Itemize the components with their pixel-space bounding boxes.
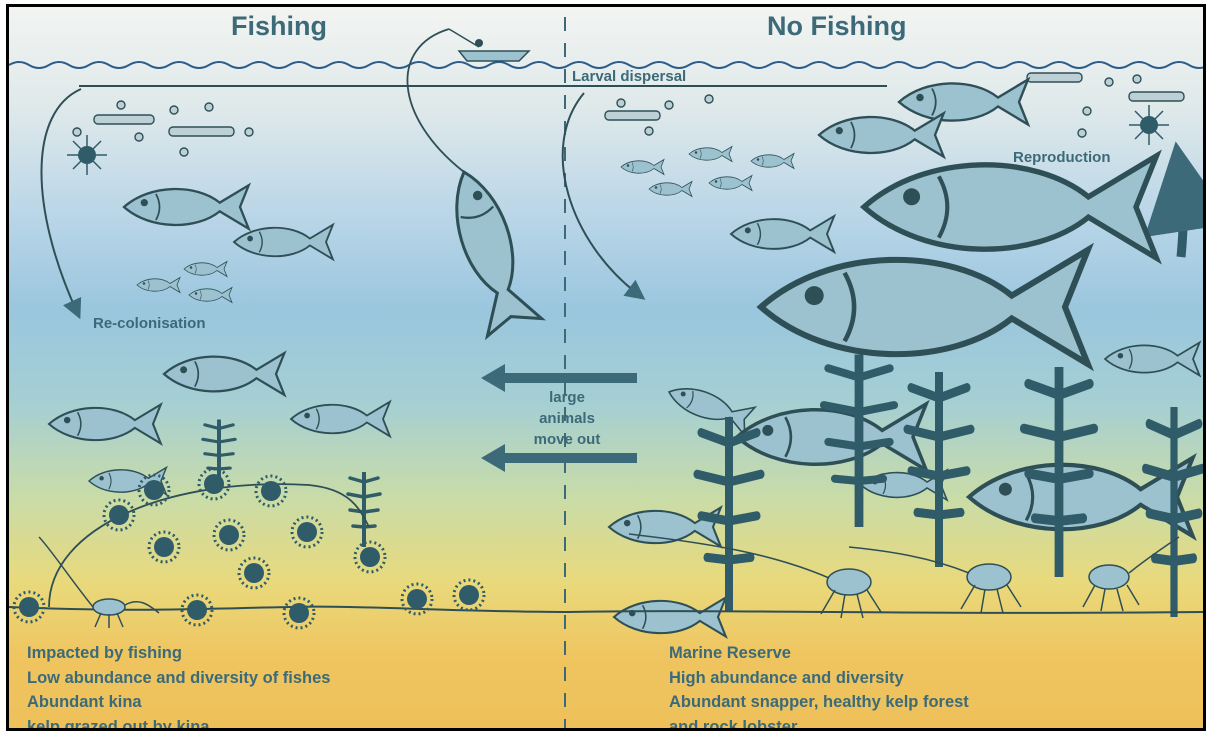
snapper-fish-icon <box>864 156 1156 258</box>
larval-arrow <box>563 93 639 295</box>
fish-icon <box>164 353 284 395</box>
diagram-artwork <box>9 7 1203 728</box>
reserve-note: Abundant snapper, healthy kelp forest <box>669 690 969 715</box>
sea-urchin-icon <box>214 520 244 550</box>
sea-urchin-icon <box>355 542 385 572</box>
fish-icon <box>189 288 232 303</box>
reserve-note: Marine Reserve <box>669 641 969 666</box>
fishing-note: Impacted by fishing <box>27 641 330 666</box>
left-title: Fishing <box>231 11 327 42</box>
fish-icon <box>664 378 755 436</box>
recolonisation-label: Re-colonisation <box>93 315 206 332</box>
plankton-icon <box>67 135 107 175</box>
fish-icon <box>184 262 227 277</box>
fish-icon <box>614 598 726 637</box>
sea-urchin-icon <box>199 469 229 499</box>
fish-icon <box>737 404 926 470</box>
lobster-icon <box>1083 537 1179 611</box>
reproduction-arrow <box>1181 177 1183 257</box>
fish-icon <box>621 160 664 175</box>
fish-icon <box>819 113 944 157</box>
fishing-note: kelp grazed out by kina <box>27 715 330 732</box>
sea-urchin-icon <box>284 598 314 628</box>
rock-outline <box>49 484 369 607</box>
fishing-note: Abundant kina <box>27 690 330 715</box>
fish-icon <box>1105 343 1200 376</box>
fish-icon <box>731 216 834 252</box>
fishing-notes: Impacted by fishing Low abundance and di… <box>27 641 330 731</box>
kelp-icon <box>348 472 380 547</box>
hooked-fish-icon <box>437 163 542 336</box>
sea-urchin-icon <box>239 558 269 588</box>
fish-icon <box>49 405 161 444</box>
reserve-note: High abundance and diversity <box>669 666 969 691</box>
fish-icon <box>709 176 752 191</box>
reproduction-label: Reproduction <box>1013 149 1111 166</box>
diagram-frame: Fishing No Fishing Larval dispersal Re-c… <box>6 4 1206 731</box>
fishing-note: Low abundance and diversity of fishes <box>27 666 330 691</box>
fish-icon <box>751 154 794 169</box>
move-out-line: move out <box>507 429 627 450</box>
fish-icon <box>899 80 1028 125</box>
larval-dispersal-label: Larval dispersal <box>572 68 686 85</box>
sea-urchin-icon <box>454 580 484 610</box>
recolonisation-arrow <box>41 89 81 312</box>
move-out-label: large animals move out <box>507 387 627 450</box>
boat-icon <box>449 29 529 61</box>
kelp-icon <box>824 355 894 528</box>
fish-icon <box>689 147 732 162</box>
move-out-line: large <box>507 387 627 408</box>
kelp-icon <box>1024 367 1094 577</box>
sea-urchin-icon <box>149 532 179 562</box>
fish-icon <box>137 278 180 293</box>
kelp-icon <box>907 372 971 567</box>
right-title: No Fishing <box>767 11 906 42</box>
sea-urchin-icon <box>104 500 134 530</box>
kelp-icon <box>1145 407 1203 617</box>
fish-icon <box>124 185 249 229</box>
fish-icon <box>291 402 390 437</box>
sea-urchin-icon <box>256 476 286 506</box>
move-out-line: animals <box>507 408 627 429</box>
snapper-fish-icon <box>761 250 1088 364</box>
fishing-line <box>407 29 464 172</box>
sea-urchin-icon <box>292 517 322 547</box>
reserve-note: and rock lobster <box>669 715 969 732</box>
fish-icon <box>649 182 692 197</box>
marine-reserve-notes: Marine Reserve High abundance and divers… <box>669 641 969 731</box>
lobster-icon <box>39 537 159 628</box>
plankton-icon <box>1129 105 1169 145</box>
